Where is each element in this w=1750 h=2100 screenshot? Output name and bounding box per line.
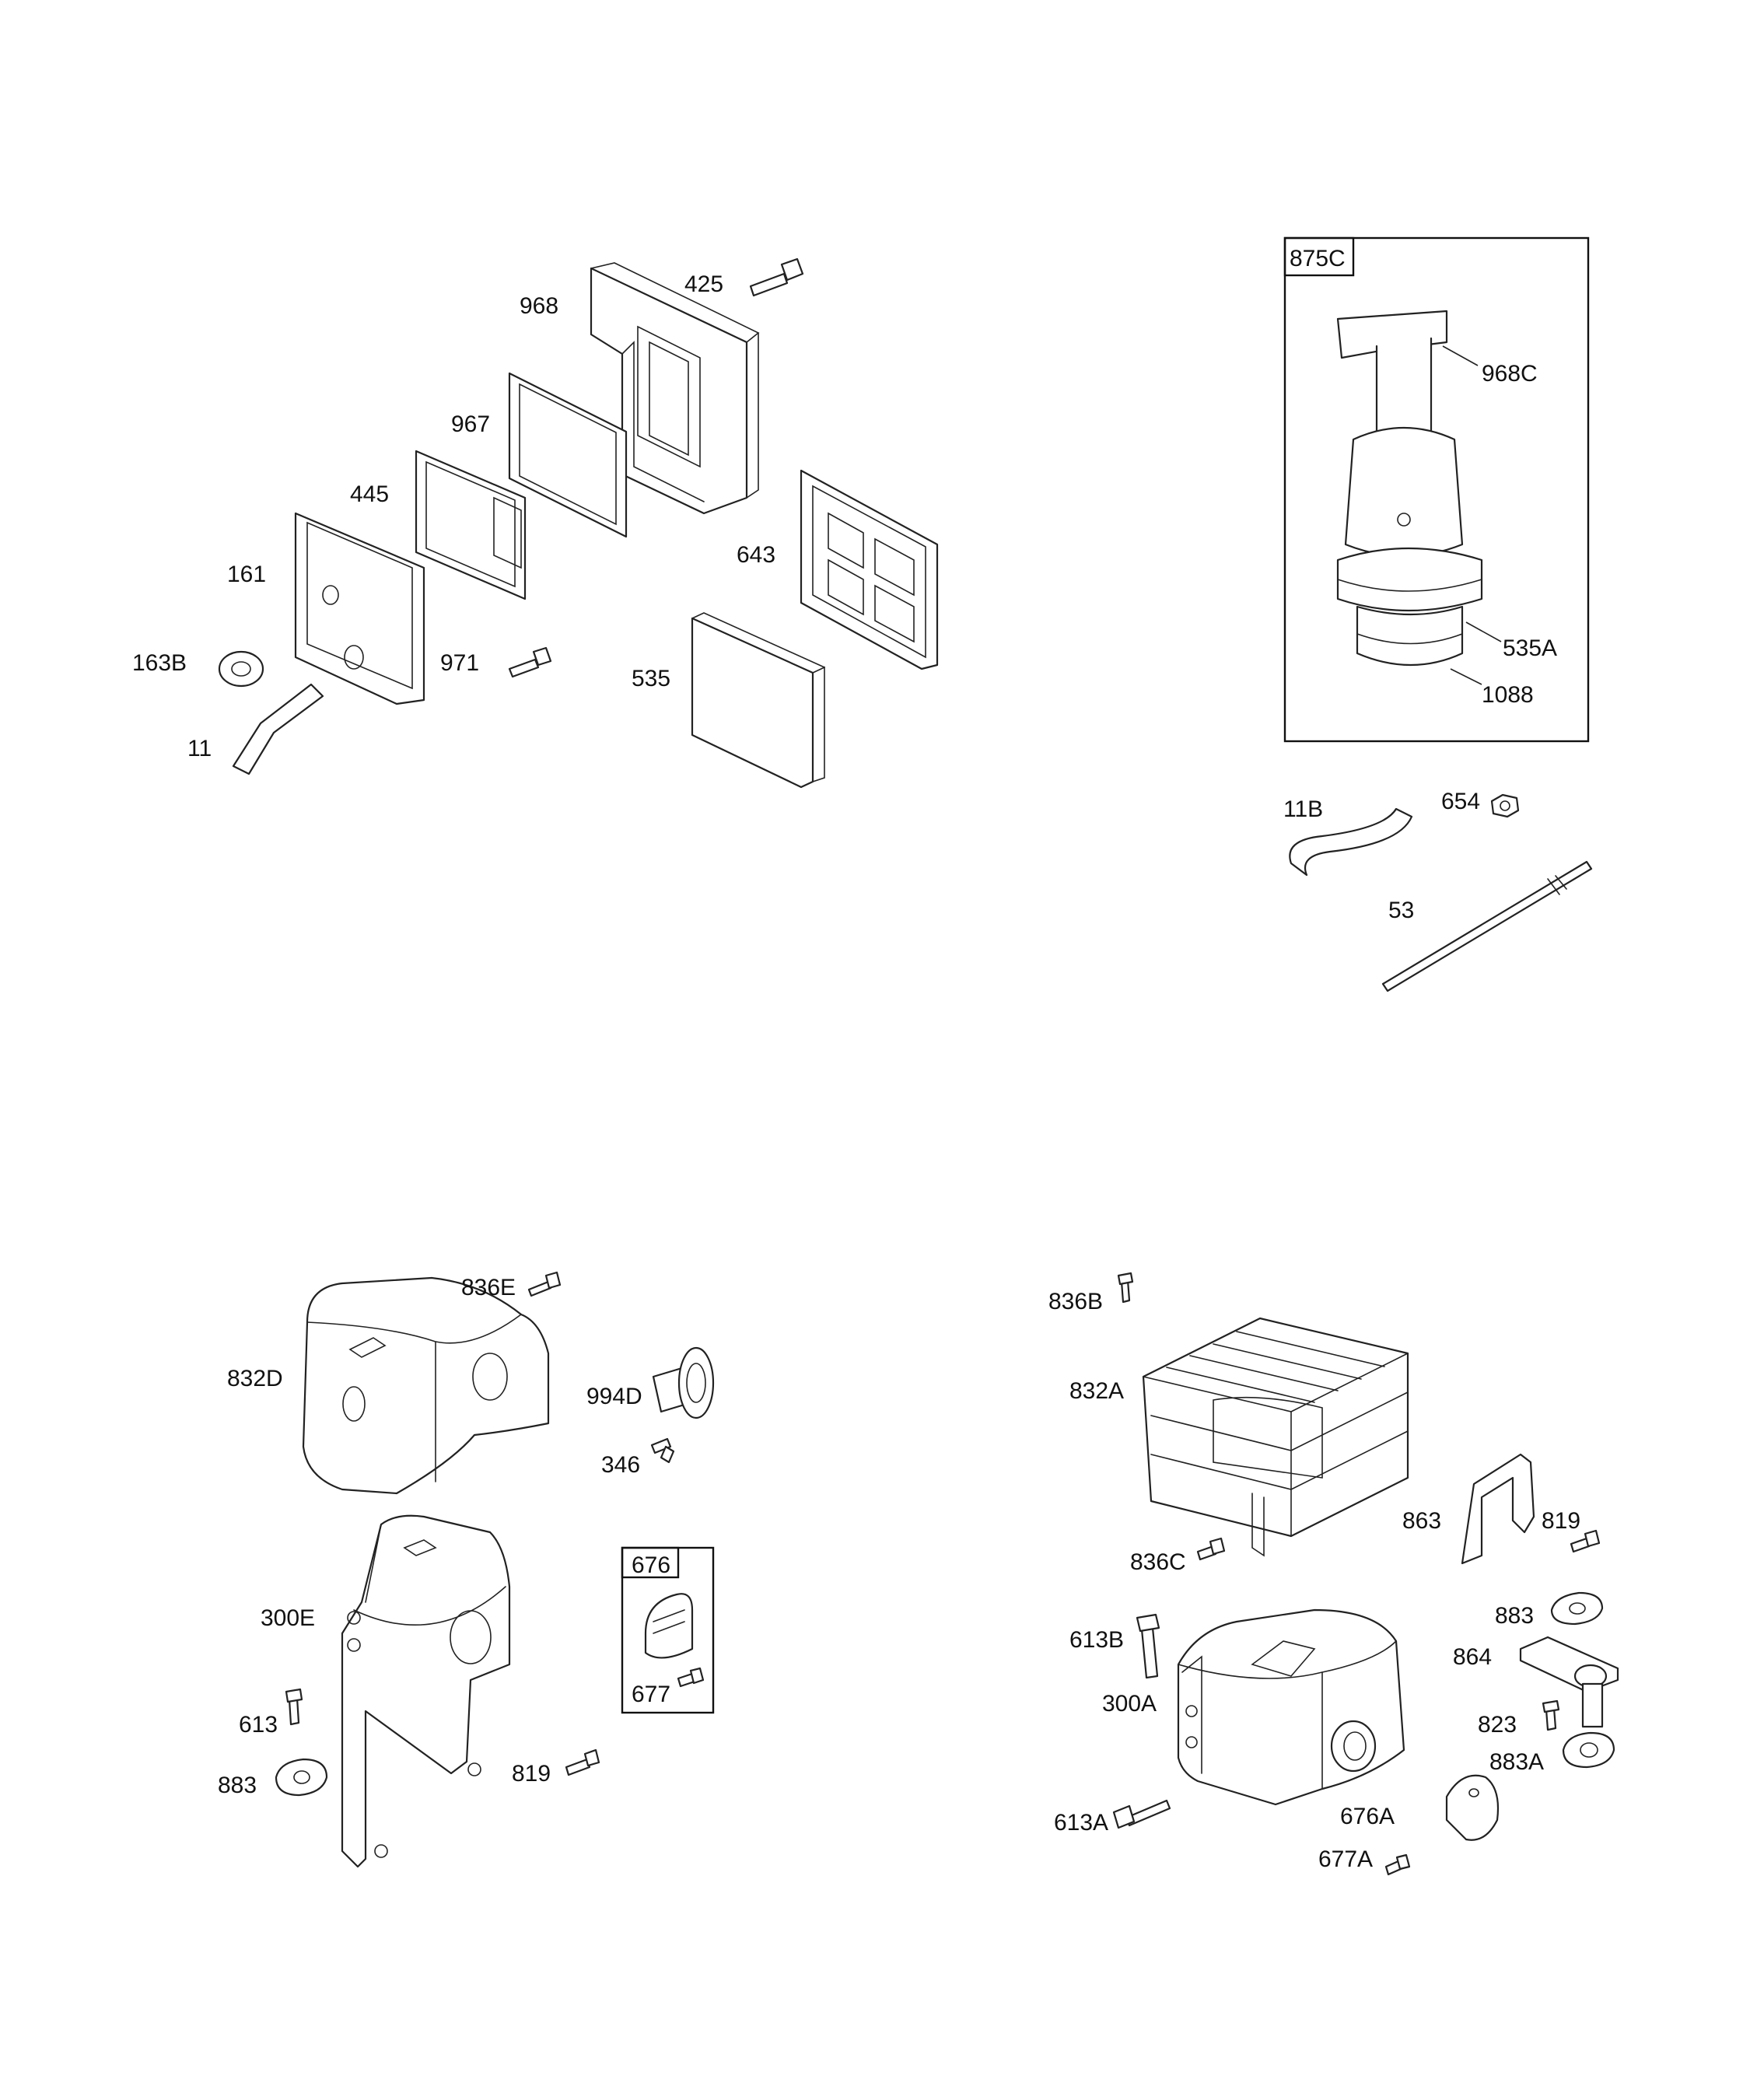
label-819b: 819 [1542,1508,1580,1534]
label-346: 346 [601,1452,640,1478]
part-535-filter[interactable] [691,612,825,789]
label-863: 863 [1402,1508,1441,1534]
part-836B-screw[interactable] [1117,1272,1134,1304]
label-1088: 1088 [1482,682,1534,708]
label-425: 425 [684,271,723,297]
label-161: 161 [227,562,266,587]
part-968C-cleaner[interactable] [1336,310,1464,558]
label-535A: 535A [1503,635,1557,661]
kit-875C-label-box [1283,236,1355,277]
muffler-300A-group [1112,1272,1619,1876]
part-654-nut[interactable] [1490,793,1520,818]
part-832A-guard[interactable] [1142,1317,1409,1557]
label-300A: 300A [1102,1691,1157,1717]
part-836C-screw[interactable] [1196,1537,1226,1561]
label-53: 53 [1388,898,1414,923]
part-346-screw[interactable] [650,1437,675,1464]
part-300A-muffler[interactable] [1177,1608,1405,1806]
kit-676-label-box [621,1546,680,1579]
air-cleaner-group [218,257,939,789]
part-883-gasket[interactable] [275,1758,328,1797]
label-11B: 11B [1283,796,1323,822]
label-677: 677 [632,1682,670,1707]
part-535A-filter[interactable] [1336,547,1483,612]
label-643: 643 [737,542,775,568]
part-161-base[interactable] [294,512,425,705]
part-11B-tube[interactable] [1289,807,1413,877]
label-836E: 836E [461,1275,516,1300]
part-971-screw[interactable] [508,646,552,678]
label-968: 968 [520,293,558,319]
part-613A-screw[interactable] [1112,1799,1171,1829]
part-883A-gasket[interactable] [1562,1731,1615,1769]
part-677-screw[interactable] [677,1667,705,1688]
part-819b-screw[interactable] [1570,1529,1601,1553]
part-1088-base[interactable] [1356,605,1464,667]
part-864-plate[interactable] [1519,1636,1619,1728]
label-445: 445 [350,481,389,507]
part-968-cover[interactable] [590,262,760,515]
label-11: 11 [187,736,212,761]
part-613-screw[interactable] [285,1688,303,1726]
part-832D-guard[interactable] [302,1276,550,1495]
label-613: 613 [239,1712,278,1738]
part-967-filter[interactable] [508,372,628,538]
part-883b-gasket[interactable] [1550,1591,1604,1626]
label-163B: 163B [132,650,187,676]
kit-875C-box [1283,236,1590,743]
part-613B-screw[interactable] [1136,1613,1160,1679]
label-823: 823 [1478,1712,1517,1738]
leader-lines [1442,345,1502,685]
kit-875C-group [1283,236,1590,743]
part-676-guard[interactable] [644,1593,694,1659]
label-832D: 832D [227,1366,283,1391]
label-971: 971 [440,650,479,676]
label-654: 654 [1441,789,1480,814]
label-968C: 968C [1482,361,1538,387]
part-11-tube[interactable] [232,683,324,775]
label-883A: 883A [1489,1749,1544,1775]
label-677A: 677A [1318,1846,1373,1872]
part-53-rod[interactable] [1381,860,1593,992]
part-836E-screw[interactable] [527,1271,562,1297]
part-677A-screw[interactable] [1384,1853,1411,1876]
label-535: 535 [632,666,670,691]
part-445-filter[interactable] [415,450,527,600]
part-819-screw[interactable] [565,1748,600,1776]
label-836C: 836C [1130,1549,1186,1575]
part-425-screw[interactable] [749,257,804,297]
label-967: 967 [451,411,490,437]
part-643-frame[interactable] [800,469,939,670]
label-300E: 300E [261,1605,315,1631]
label-819: 819 [512,1761,551,1787]
part-676A-guard[interactable] [1445,1774,1500,1841]
part-823-screw[interactable] [1542,1699,1560,1731]
part-994D-deflector[interactable] [652,1346,715,1419]
label-883b: 883 [1495,1603,1534,1629]
part-163B-gasket[interactable] [218,650,264,688]
label-864: 864 [1453,1644,1492,1670]
part-300E-muffler[interactable] [341,1514,511,1868]
label-613B: 613B [1069,1627,1124,1653]
muffler-300E-group [275,1271,715,1868]
label-676A: 676A [1340,1804,1395,1829]
label-836B: 836B [1048,1289,1103,1314]
part-labels: 425 968 967 445 161 163B 971 11 643 535 … [132,246,1580,1872]
label-883: 883 [218,1773,257,1798]
label-676: 676 [632,1552,670,1578]
part-863-bracket[interactable] [1461,1453,1535,1565]
label-994D: 994D [586,1384,642,1409]
label-832A: 832A [1069,1378,1124,1404]
label-875C: 875C [1290,246,1346,271]
label-613A: 613A [1054,1810,1108,1836]
